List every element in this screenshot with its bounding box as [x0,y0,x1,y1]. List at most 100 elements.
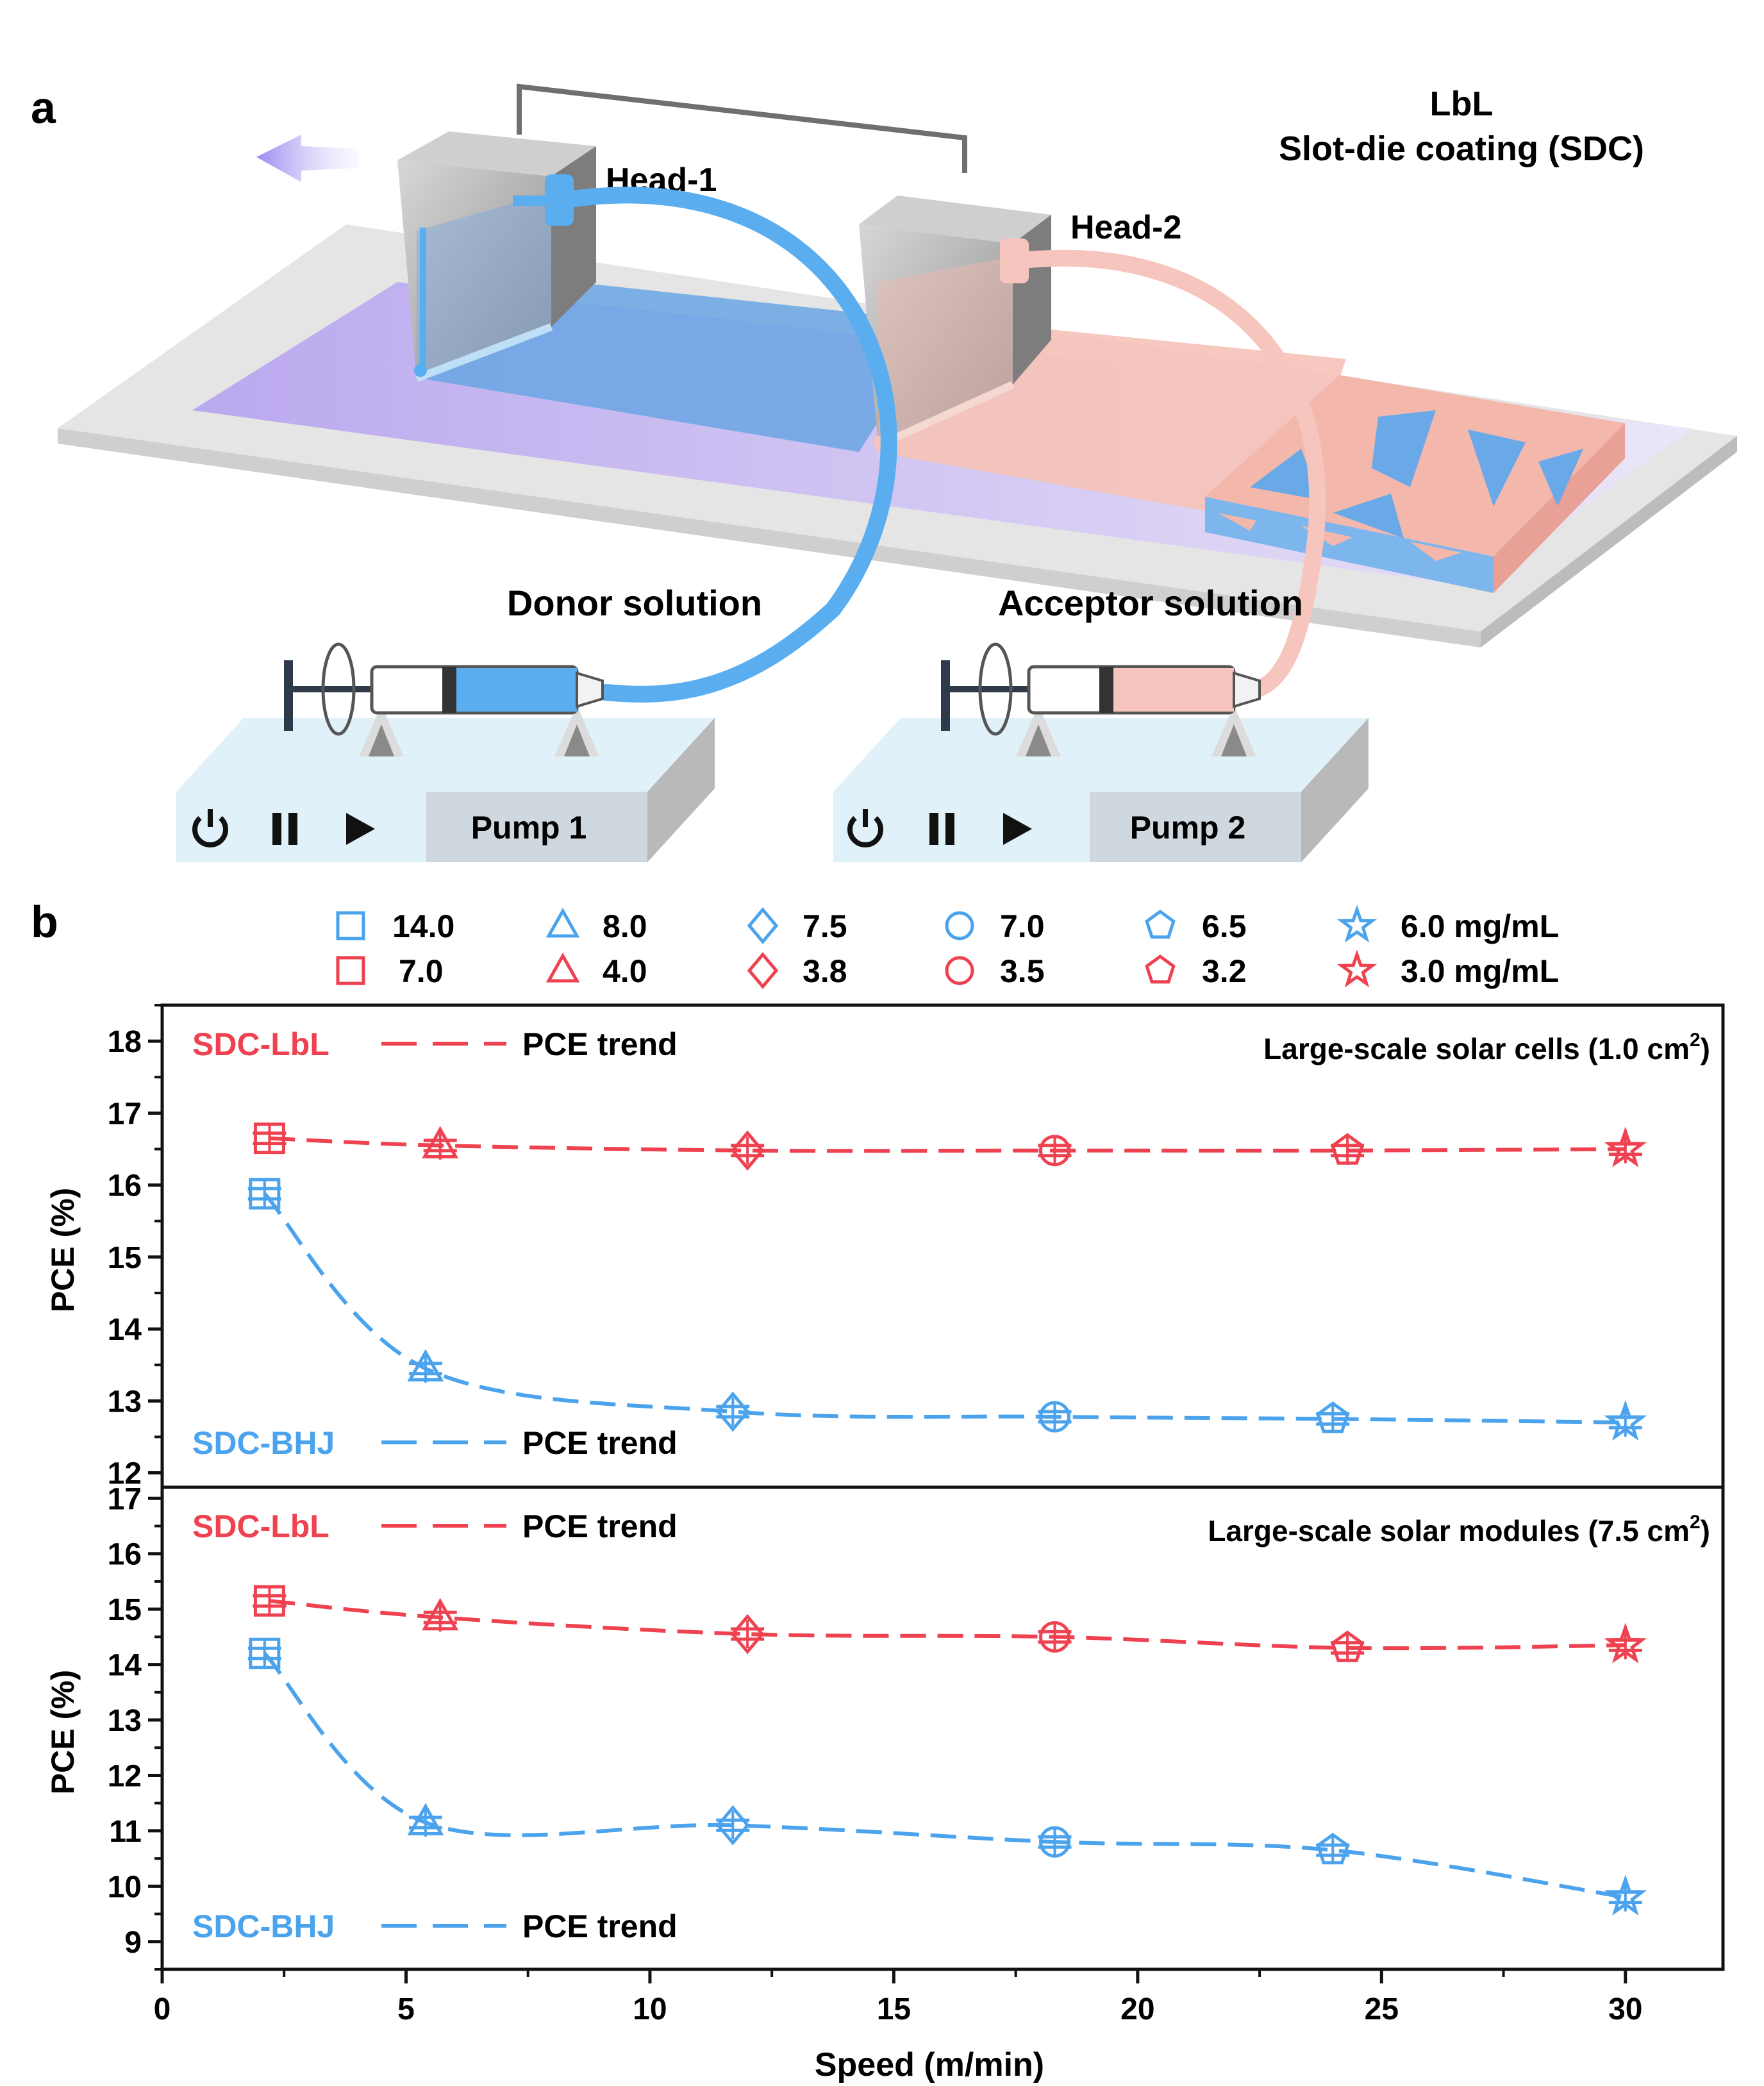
y-tick-label: 14 [108,1313,142,1347]
data-point [1038,1621,1072,1653]
panel-b: b 14.0 8.0 7.5 7.0 6.5 6.0 mg/mL 7.0 4.0… [31,897,1725,2083]
marker-square [253,1585,285,1617]
y-tick-label: 17 [108,1097,142,1131]
panel-a-label: a [31,83,56,133]
y-tick-label: 13 [108,1704,142,1738]
panel-b-label: b [31,897,58,947]
marker-diamond [730,1130,765,1171]
y-tick-label: 15 [108,1241,142,1275]
legend-blue-3: 7.5 [803,908,847,944]
legend-marker-blue-circle [945,911,974,940]
y-tick-label: 16 [108,1538,142,1572]
marker-triangle [407,1349,444,1381]
data-point [730,1130,765,1171]
data-point [247,1178,281,1210]
marker-square [253,1122,285,1155]
direction-arrow-icon [256,135,359,182]
data-point [1604,1399,1647,1441]
legend-marker-blue-pentagon [1145,909,1176,939]
legend-blue-4: 7.0 [1000,908,1045,944]
data-point [407,1349,444,1383]
legend-red-1: 7.0 [399,953,444,989]
bottom-annotation: Large-scale solar modules (7.5 cm2) [1208,1512,1710,1548]
top-annotation-main: Large-scale solar cells (1.0 cm [1263,1032,1690,1065]
marker-star [1604,1126,1647,1167]
y-axis-label-bottom: PCE (%) [45,1670,81,1794]
data-point [1038,1826,1072,1858]
marker-star [1604,1623,1647,1664]
bottom-lbl-label: SDC-LbL [192,1508,329,1544]
bottom-lbl-trend: PCE trend [522,1508,678,1544]
head-bridge [517,83,967,173]
panel-a-title-line1: LbL [1430,85,1494,123]
trend-line [269,1599,1626,1651]
donor-tube [565,187,897,703]
marker-circle [1039,1826,1071,1858]
top-annotation-end: ) [1701,1032,1710,1065]
legend-marker-red-pentagon [1145,954,1176,984]
acceptor-solution-label: Acceptor solution [998,583,1303,623]
legend-red-3: 3.8 [803,953,847,989]
x-tick-label: 30 [1608,1992,1642,2026]
acceptor-tube [1020,249,1326,699]
y-tick-label: 12 [108,1457,142,1491]
y-tick-label: 9 [124,1926,142,1960]
head-2-label: Head-2 [1070,209,1181,246]
trend-line [263,1652,1626,1899]
data-point [1604,1623,1647,1664]
legend-marker-red-triangle [545,952,580,983]
legend-red-6: 3.0 mg/mL [1401,953,1559,989]
slot-die-head-1 [397,131,596,382]
data-point [1331,1630,1365,1662]
pump-2-label: Pump 2 [1130,810,1246,846]
marker-circle [1039,1135,1071,1167]
data-point [730,1614,765,1655]
pause-icon[interactable] [272,813,297,845]
marker-diamond [715,1805,750,1846]
legend-red-5: 3.2 [1202,953,1247,989]
trend-line [263,1192,1626,1424]
data-point [1038,1135,1072,1167]
x-axis-label: Speed (m/min) [815,2046,1044,2083]
plot-frame-bottom [160,1485,1725,1971]
x-tick-label: 10 [633,1992,667,2026]
marker-star [1604,1874,1647,1916]
marker-square [249,1178,281,1210]
marker-pentagon [1316,1401,1350,1433]
legend-red-2: 4.0 [603,953,647,989]
marker-circle [1039,1621,1071,1653]
top-lbl-trend: PCE trend [522,1026,678,1062]
legend: 14.0 8.0 7.5 7.0 6.5 6.0 mg/mL 7.0 4.0 3… [336,905,1559,989]
x-tick-label: 20 [1120,1992,1154,2026]
top-annotation-sup: 2 [1690,1030,1701,1051]
y-tick-label: 11 [109,1815,142,1849]
data-point [253,1122,287,1155]
pause-icon[interactable] [929,813,954,845]
legend-marker-blue-triangle [545,907,580,938]
data-point [422,1126,459,1160]
data-point [715,1391,750,1432]
bottom-annotation-main: Large-scale solar modules (7.5 cm [1208,1514,1690,1548]
data-point [1316,1401,1350,1433]
play-icon[interactable] [346,813,375,845]
y-tick-label: 13 [108,1385,142,1419]
data-point [1316,1832,1350,1865]
power-icon[interactable] [192,809,228,847]
marker-triangle [422,1126,459,1158]
pump-1: Pump 1 [176,642,715,862]
y-tick-label: 17 [108,1482,142,1516]
marker-diamond [715,1391,750,1432]
marker-pentagon [1331,1630,1365,1662]
legend-blue-2: 8.0 [603,908,647,944]
data-point [247,1637,281,1669]
x-tick-label: 15 [877,1992,911,2026]
data-point [715,1805,750,1846]
bottom-annotation-end: ) [1701,1514,1710,1548]
play-icon[interactable] [1003,813,1032,845]
legend-blue-1: 14.0 [392,908,454,944]
y-tick-label: 15 [108,1593,142,1627]
panel-a: a LbL Slot-die coating (SDC) [31,83,1737,862]
pump-2: Pump 2 [833,642,1369,862]
power-icon[interactable] [847,809,883,847]
